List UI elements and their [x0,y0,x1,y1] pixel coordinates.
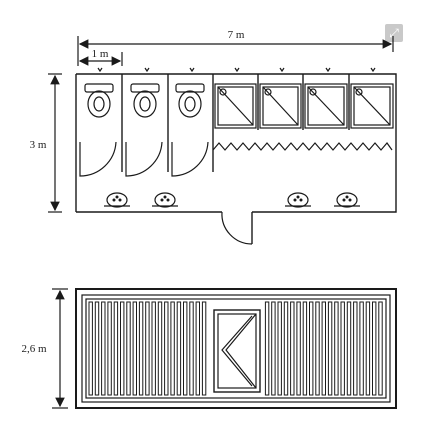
length-dimension: 7 m [77,29,394,52]
cabin-width-label: 1 m [92,48,109,60]
shower-curtains [212,142,393,151]
roof-slat [372,301,377,396]
roof-slat [113,301,119,396]
washbasin-2 [152,192,178,208]
roof-slat [353,301,358,396]
expand-image-button[interactable]: ⤢ [385,24,403,42]
shower-2 [259,83,302,129]
roof-slat [101,301,106,396]
roof-depth-dimension: 2,6 m [21,288,68,409]
skylight [213,309,261,393]
roof-slat [378,301,383,396]
roof-slat [151,301,156,396]
washbasin-3 [285,192,311,208]
roof-slat [321,301,327,396]
roof-depth-label: 2,6 m [21,343,47,355]
roof-slat [302,301,308,396]
roof-slat [296,301,301,396]
shower-3 [304,83,348,129]
toilet-2 [130,83,160,118]
roof-slat [189,301,194,396]
roof-slat [327,301,333,396]
roof-slat [132,301,138,396]
expand-icon: ⤢ [389,26,399,40]
roof-slat [88,301,93,396]
toilet-1 [84,83,114,118]
entrance-door [221,211,253,245]
vent-marks [97,67,376,73]
roof-slat [334,301,339,396]
shower-1 [214,83,257,129]
toilet-3 [175,83,205,118]
roof-slat [340,301,345,396]
roof-slat [283,301,289,396]
roof-slat [170,301,175,396]
roof-slat [183,301,188,396]
container-top-view [75,288,397,409]
roof-slat [290,301,295,396]
depth-dimension: 3 m [30,73,62,213]
roof-slat [195,301,201,396]
floor-plan [75,67,397,245]
cabin-width-dimension: 1 m [77,48,123,66]
roof-slat [346,301,352,396]
roof-slat [164,301,169,396]
length-dimension-label: 7 m [228,29,245,41]
roof-slat [264,301,270,396]
roof-slat [365,301,371,396]
roof-slat [271,301,276,396]
roof-slat [145,301,150,396]
roof-slat [201,301,207,396]
roof-slat [126,301,131,396]
roof-slat [315,301,320,396]
washbasin-1 [104,192,130,208]
shower-4 [350,83,394,129]
roof-slat [277,301,282,396]
roof-slat [309,301,314,396]
roof-slat [138,301,144,396]
roof-slat [359,301,364,396]
roof-slat [157,301,163,396]
roof-slat [107,301,112,396]
washbasin-4 [334,192,360,208]
roof-slat [94,301,100,396]
toilet-doors [79,141,209,177]
roof-slat [176,301,182,396]
depth-dimension-label: 3 m [30,139,47,151]
corrugated-slats [88,301,383,396]
roof-slat [120,301,125,396]
